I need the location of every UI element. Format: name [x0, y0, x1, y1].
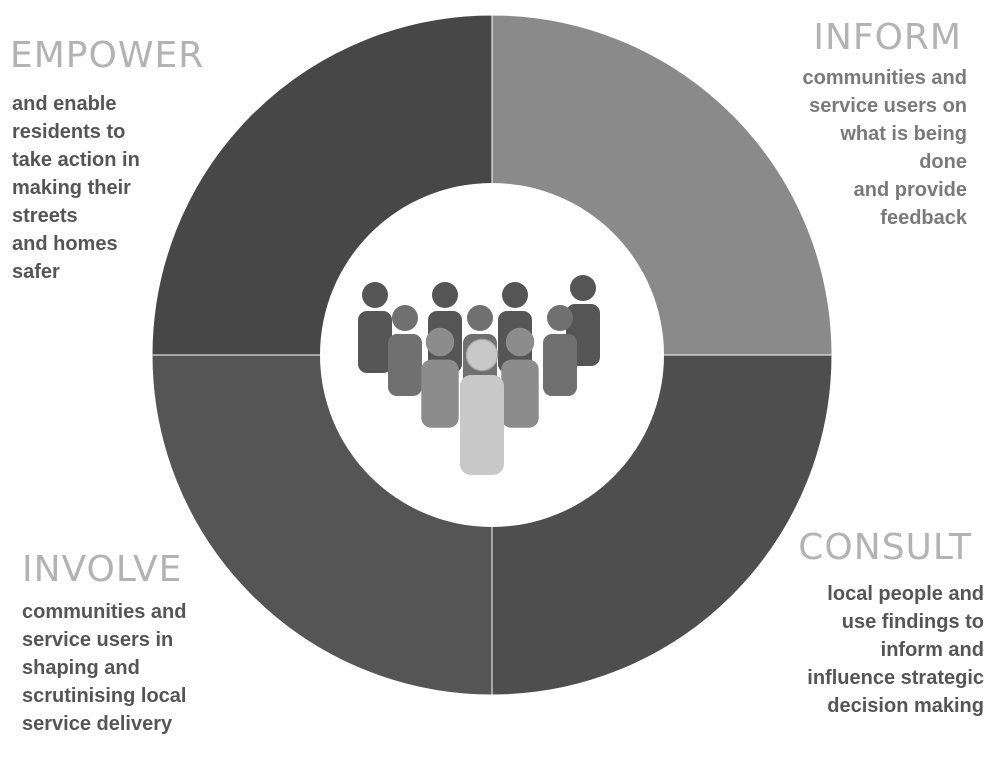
person-figure	[543, 305, 577, 396]
person-figure	[501, 327, 539, 428]
inform-line: what is being	[840, 123, 967, 145]
inform-line: communities and	[802, 67, 967, 89]
empower-line: safer	[12, 261, 60, 283]
person-figure	[428, 282, 462, 373]
people-group-icon	[358, 275, 600, 475]
consult-line: decision making	[827, 695, 984, 717]
person-figure	[498, 282, 532, 373]
person-figure	[388, 305, 422, 396]
consult-heading: CONSULT	[798, 527, 972, 568]
empower-line: streets	[12, 205, 78, 227]
empower-line: take action in	[12, 149, 140, 171]
empower-heading: EMPOWER	[10, 35, 205, 76]
empower-line: and enable	[12, 93, 117, 115]
consult-line: use findings to	[841, 611, 984, 633]
involve-line: service users in	[22, 629, 174, 651]
inform-description: communities and service users on what is…	[803, 64, 967, 232]
person-figure	[566, 275, 600, 366]
empower-description: and enable residents to take action in m…	[12, 90, 140, 286]
empower-line: and homes	[12, 233, 118, 255]
involve-line: scrutinising local	[22, 685, 187, 707]
inform-line: feedback	[880, 207, 967, 229]
involve-line: service delivery	[22, 713, 173, 735]
consult-description: local people and use findings to inform …	[807, 580, 984, 720]
consult-line: influence strategic	[807, 667, 984, 689]
person-figure	[421, 327, 459, 428]
consult-line: local people and	[827, 583, 984, 605]
involve-heading: INVOLVE	[22, 549, 183, 590]
inform-heading: INFORM	[813, 17, 962, 58]
empower-line: making their	[12, 177, 131, 199]
involve-line: shaping and	[22, 657, 140, 679]
involve-description: communities and service users in shaping…	[22, 598, 186, 738]
inform-line: service users on	[809, 95, 967, 117]
inform-line: and provide	[853, 179, 967, 201]
person-figure	[460, 340, 504, 475]
consult-line: inform and	[880, 639, 984, 661]
empower-line: residents to	[12, 121, 126, 143]
inform-line: done	[919, 151, 967, 173]
involve-line: communities and	[22, 601, 187, 623]
person-figure	[358, 282, 392, 373]
